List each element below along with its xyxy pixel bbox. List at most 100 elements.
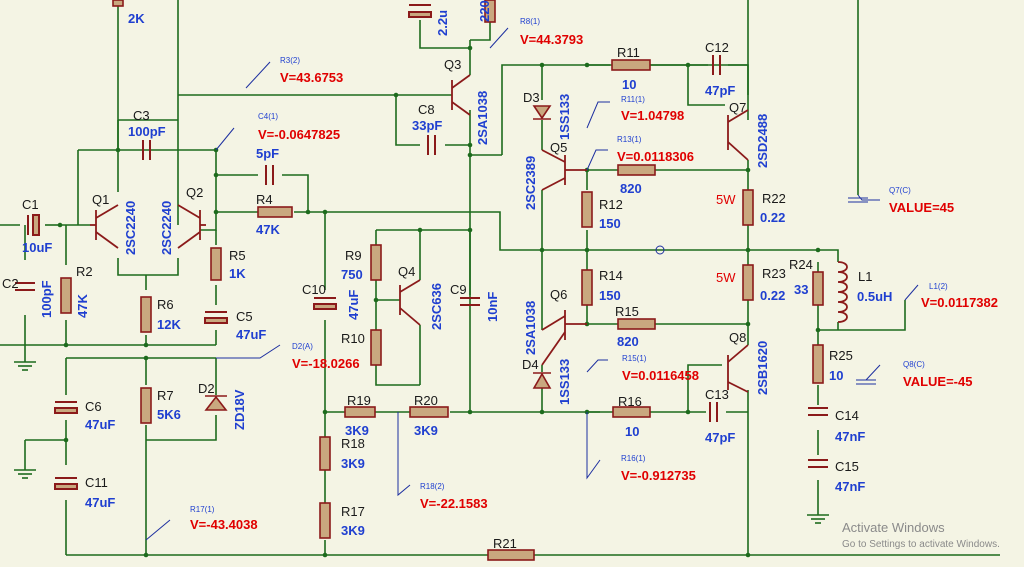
r23-ref: R23 (762, 266, 786, 281)
r2-ref: R2 (76, 264, 93, 279)
r23-power: 5W (716, 270, 736, 285)
center-probe-marker (655, 245, 665, 255)
d4-value: 1SS133 (557, 358, 572, 405)
c5-value: 47uF (236, 327, 267, 342)
probe-name-r13: R13(1) (617, 135, 642, 144)
probe-value-r16: V=-0.912735 (621, 468, 696, 483)
r7-value: 5K6 (157, 407, 181, 422)
l1-ref: L1 (858, 269, 873, 284)
q2-value: 2SC2240 (159, 200, 174, 255)
c10-value: 47uF (346, 289, 361, 320)
r25-ref: R25 (829, 348, 853, 363)
probe-name-l1: L1(2) (929, 282, 948, 291)
probe-name-r15: R15(1) (622, 354, 647, 363)
probe-name-r3: R3(2) (280, 56, 301, 65)
watermark-title: Activate Windows (842, 520, 945, 535)
resistors (60, 0, 824, 561)
probe-name-r11: R11(1) (621, 95, 645, 104)
probe-value-q8: VALUE=-45 (903, 374, 973, 389)
r15-ref: R15 (615, 304, 639, 319)
probe-value-c4: V=-0.0647825 (258, 127, 341, 142)
capacitors (15, 4, 828, 490)
r24-value: 33 (794, 282, 809, 297)
c15-ref: C15 (835, 459, 859, 474)
probe-value-r13: V=0.0118306 (617, 149, 694, 164)
probe-name-c4: C4(1) (258, 112, 279, 121)
c9-ref: C9 (450, 282, 467, 297)
c11-ref: C11 (85, 475, 108, 490)
r19-ref: R19 (347, 393, 371, 408)
c1-ref: C1 (22, 197, 39, 212)
d4-ref: D4 (522, 357, 539, 372)
c15-value: 47nF (835, 479, 866, 494)
r12-ref: R12 (599, 197, 623, 212)
r-top2-value: 220 (477, 0, 492, 22)
c13-ref: C13 (705, 387, 729, 402)
r20-ref: R20 (414, 393, 438, 408)
probe-name-r17: R17(1) (190, 505, 215, 514)
d3-value: 1SS133 (557, 93, 572, 140)
probe-value-r18: V=-22.1583 (420, 496, 488, 511)
r12-value: 150 (599, 216, 621, 231)
r6-ref: R6 (157, 297, 174, 312)
r5-value: 1K (229, 266, 246, 281)
probe-name-q7: Q7(C) (889, 186, 911, 195)
c1-value: 10uF (22, 240, 53, 255)
d2-value: ZD18V (232, 389, 247, 430)
transistors (90, 74, 749, 393)
r11-value: 10 (622, 77, 637, 92)
q5-value: 2SC2389 (523, 155, 538, 210)
c12-value: 47pF (705, 83, 736, 98)
r4-ref: R4 (256, 192, 273, 207)
r13-value: 820 (620, 181, 642, 196)
q5-ref: Q5 (550, 140, 568, 155)
r22-ref: R22 (762, 191, 786, 206)
probe-name-d2: D2(A) (292, 342, 313, 351)
c13-value: 47pF (705, 430, 736, 445)
r16-value: 10 (625, 424, 640, 439)
diodes (204, 105, 552, 411)
c2-ref: C2 (2, 276, 19, 291)
r5-ref: R5 (229, 248, 246, 263)
r25-value: 10 (829, 368, 844, 383)
probe-value-r8: V=44.3793 (520, 32, 584, 47)
c8-value: 33pF (412, 118, 443, 133)
r19-value: 3K9 (345, 423, 369, 438)
c9-value: 10nF (485, 291, 500, 322)
q1-value: 2SC2240 (123, 200, 138, 255)
r14-ref: R14 (599, 268, 623, 283)
r10-ref: R10 (341, 331, 365, 346)
ground-symbols (14, 345, 829, 524)
l1-value: 0.5uH (857, 289, 893, 304)
q6-ref: Q6 (550, 287, 568, 302)
q8-value: 2SB1620 (755, 340, 770, 395)
probe-value-l1: V=0.0117382 (921, 295, 998, 310)
probe-name-q8: Q8(C) (903, 360, 925, 369)
probe-value-q7: VALUE=45 (889, 200, 955, 215)
probe-lines (145, 27, 919, 541)
r14-value: 150 (599, 288, 621, 303)
c6-ref: C6 (85, 399, 102, 414)
probe-name-r16: R16(1) (621, 454, 646, 463)
r7-ref: R7 (157, 388, 174, 403)
r9-ref: R9 (345, 248, 362, 263)
probe-name-r18: R18(2) (420, 482, 445, 491)
c4-value: 5pF (256, 146, 280, 161)
q8-ref: Q8 (729, 330, 747, 345)
c8-ref: C8 (418, 102, 435, 117)
inductor-l1 (837, 261, 848, 323)
c14-value: 47nF (835, 429, 866, 444)
d2-ref: D2 (198, 381, 215, 396)
c3-ref: C3 (133, 108, 150, 123)
r11-ref: R11 (617, 45, 640, 60)
r17-value: 3K9 (341, 523, 365, 538)
q3-value: 2SA1038 (475, 90, 490, 145)
watermark-subtitle[interactable]: Go to Settings to activate Windows. (842, 539, 1000, 550)
r18-value: 3K9 (341, 456, 365, 471)
r24-ref: R24 (789, 257, 813, 272)
c11-value: 47uF (85, 495, 116, 510)
probe-value-r17: V=-43.4038 (190, 517, 258, 532)
probe-value-d2: V=-18.0266 (292, 356, 360, 371)
